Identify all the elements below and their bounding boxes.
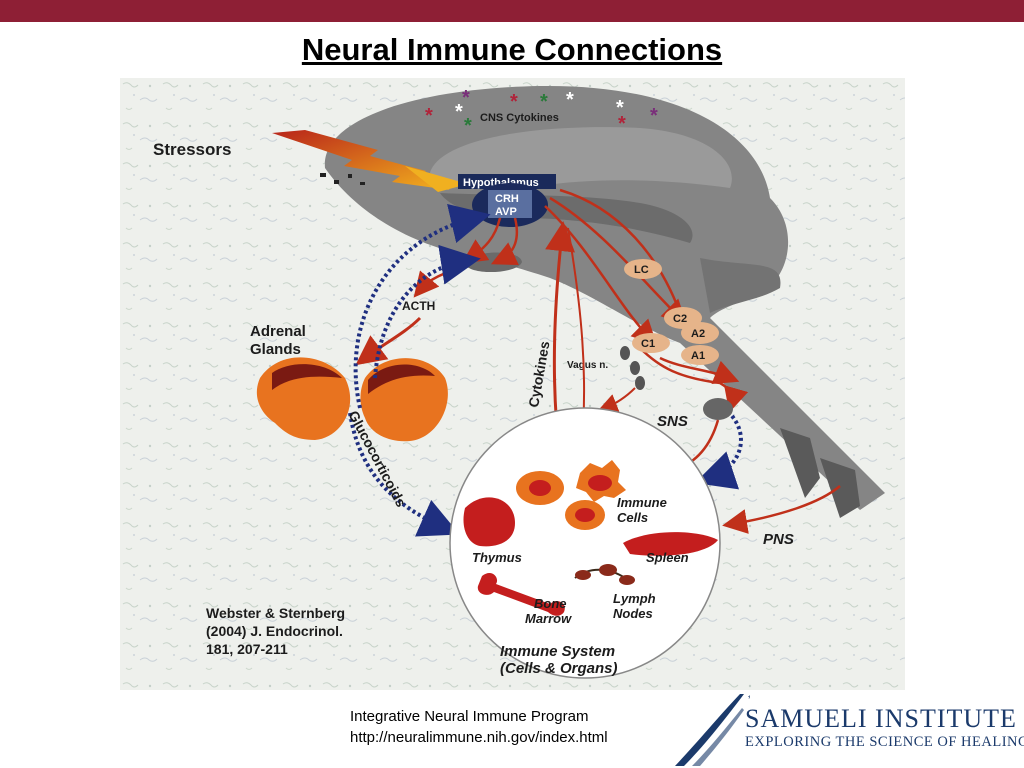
svg-text:*: * xyxy=(425,105,433,127)
neural-immune-diagram: * * * * * * * * * * CNS Cytokines Stress… xyxy=(120,78,905,690)
footer-text: Integrative Neural Immune Program http:/… xyxy=(350,706,608,748)
svg-text:*: * xyxy=(462,87,470,109)
immune-cells-label-1: Immune xyxy=(617,495,667,510)
thymus-label: Thymus xyxy=(472,550,522,565)
a2-label: A2 xyxy=(691,328,705,340)
spleen-label: Spleen xyxy=(646,550,689,565)
footer-url[interactable]: http://neuralimmune.nih.gov/index.html xyxy=(350,729,608,746)
spleen-icon xyxy=(623,532,718,556)
vagus-label: Vagus n. xyxy=(567,360,608,371)
logo-swoosh-icon: * xyxy=(675,694,750,766)
svg-text:*: * xyxy=(618,113,626,135)
pns-arrow xyxy=(722,485,841,534)
svg-text:*: * xyxy=(464,115,472,137)
vagus-arrow xyxy=(597,387,636,413)
acth-label: ACTH xyxy=(402,299,435,313)
crh-avp-box xyxy=(488,190,532,218)
lymph-nodes-label-2: Nodes xyxy=(613,606,653,621)
sns-feedback-arrow xyxy=(694,414,743,490)
logo-name: SAMUELI INSTITUTE xyxy=(745,704,1017,733)
immune-system-label-1: Immune System xyxy=(500,643,615,660)
immune-system-label-2: (Cells & Organs) xyxy=(500,660,618,677)
samueli-institute-logo: * SAMUELI INSTITUTE EXPLORING THE SCIENC… xyxy=(670,690,1024,768)
lc-nucleus xyxy=(624,259,662,279)
c1-label: C1 xyxy=(641,338,655,350)
top-band xyxy=(0,0,1024,22)
svg-text:*: * xyxy=(455,101,463,123)
lymph-nodes-label-1: Lymph xyxy=(613,591,656,606)
stressors-label: Stressors xyxy=(153,140,231,159)
stressor-debris-icon xyxy=(320,173,365,185)
crh-label: CRH xyxy=(495,193,519,205)
glucocorticoid-feedback-arrows xyxy=(348,204,491,537)
svg-text:*: * xyxy=(616,97,624,119)
a1-label: A1 xyxy=(691,350,705,362)
adrenal-label-2: Glands xyxy=(250,341,301,358)
lymph-nodes-icon xyxy=(574,564,635,585)
slide-title: Neural Immune Connections xyxy=(301,32,723,67)
svg-text:*: * xyxy=(566,89,574,111)
logo-tagline: EXPLORING THE SCIENCE OF HEALING xyxy=(745,734,1024,750)
bone-marrow-icon xyxy=(477,573,565,616)
svg-text:*: * xyxy=(748,694,750,705)
c1-nucleus xyxy=(632,333,670,353)
immune-cells-icon xyxy=(516,460,626,530)
hypothalamus-box xyxy=(458,174,556,189)
c2-label: C2 xyxy=(673,313,687,325)
cns-cytokines-label: CNS Cytokines xyxy=(480,112,559,124)
citation-line-3: 181, 207-211 xyxy=(206,641,288,657)
sns-label: SNS xyxy=(657,413,688,430)
sns-ganglion xyxy=(703,398,733,420)
avp-label: AVP xyxy=(495,206,517,218)
vagus-ganglia xyxy=(620,346,645,390)
cns-cytokine-markers: * * * * * * * * * * xyxy=(425,87,658,137)
stressor-lightning-icon xyxy=(272,130,450,190)
adrenal-label-1: Adrenal xyxy=(250,323,306,340)
pns-label: PNS xyxy=(763,531,794,548)
footer-program-name: Integrative Neural Immune Program xyxy=(350,708,589,725)
lc-label: LC xyxy=(634,264,649,276)
a2-nucleus xyxy=(681,322,719,344)
a1-nucleus xyxy=(681,345,719,365)
svg-text:*: * xyxy=(650,105,658,127)
acth-arrow xyxy=(355,316,422,366)
svg-text:*: * xyxy=(540,91,548,113)
svg-text:*: * xyxy=(510,91,518,113)
adrenal-glands xyxy=(256,357,448,442)
stressor-arrowhead-icon xyxy=(405,166,468,192)
citation-line-1: Webster & Sternberg xyxy=(206,605,345,621)
immune-system-circle xyxy=(449,407,721,679)
bone-marrow-label-1: Bone xyxy=(534,596,567,611)
citation-line-2: (2004) J. Endocrinol. xyxy=(206,623,343,639)
thymus-icon xyxy=(463,497,515,547)
bone-marrow-label-2: Marrow xyxy=(525,611,572,626)
immune-cells-label-2: Cells xyxy=(617,510,648,525)
